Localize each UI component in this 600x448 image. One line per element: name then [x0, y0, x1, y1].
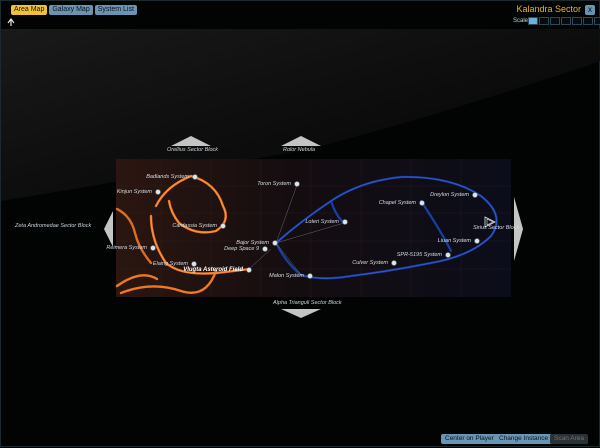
system-node-badlands-system[interactable] [192, 174, 198, 180]
system-label-chapel-system[interactable]: Chapel System [378, 200, 416, 206]
scale-segment[interactable] [572, 17, 582, 25]
system-node-bajor-system[interactable] [272, 240, 278, 246]
system-label-badlands-system[interactable]: Badlands System [146, 174, 189, 180]
arrow-east-icon[interactable] [514, 197, 523, 261]
scale-segment[interactable] [550, 17, 560, 25]
arrow-north-left-icon[interactable] [171, 136, 211, 146]
system-label-cardassia-system[interactable]: Cardassia System [172, 223, 217, 229]
system-node-culver-system[interactable] [391, 260, 397, 266]
system-label-loteri-system[interactable]: Loteri System [305, 219, 339, 225]
system-label-dreylon-system[interactable]: Dreylon System [430, 192, 469, 198]
system-node-dreylon-system[interactable] [472, 192, 478, 198]
system-node-cardassia-system[interactable] [220, 223, 226, 229]
system-node-vlugta-asteroid-field[interactable] [246, 267, 252, 273]
white-connections [248, 184, 345, 276]
sector-label-north-right[interactable]: Rolor Nebula [283, 147, 316, 153]
scale-label: Scale [513, 18, 529, 24]
arrow-south-icon[interactable] [281, 309, 321, 318]
system-label-reimera-system[interactable]: Reimera System [106, 245, 147, 251]
system-node-reimera-system[interactable] [150, 245, 156, 251]
arrow-west-icon[interactable] [104, 211, 113, 247]
tab-system-list[interactable]: System List [94, 5, 137, 15]
system-label-vlugta-asteroid-field[interactable]: Vlugta Asteroid Field [183, 267, 243, 273]
system-label-culver-system[interactable]: Culver System [352, 260, 388, 266]
sector-label-west[interactable]: Zeta Andromedae Sector Block [15, 223, 92, 229]
system-label-deep-space-9[interactable]: Deep Space 9 [224, 246, 259, 252]
tab-galaxy-map[interactable]: Galaxy Map [49, 5, 93, 15]
system-node-malon-system[interactable] [307, 273, 313, 279]
system-label-bajor-system[interactable]: Bajor System [236, 240, 269, 246]
map-tabs: Area Map Galaxy Map System List [11, 5, 137, 15]
close-icon[interactable]: x [585, 5, 595, 15]
sector-label-north-left[interactable]: Orellius Sector Block [167, 147, 219, 153]
up-level-icon[interactable] [6, 17, 16, 27]
scale-segment[interactable] [583, 17, 593, 25]
orange-route-glow [150, 175, 250, 274]
change-instance-button[interactable]: Change Instance [495, 434, 553, 444]
system-nodes [150, 174, 480, 279]
blue-route-glow [275, 176, 497, 279]
system-label-liuan-system[interactable]: Liuan System [437, 238, 471, 244]
system-label-kinjun-system[interactable]: Kinjun System [116, 189, 152, 195]
system-node-spr-5195-system[interactable] [445, 252, 451, 258]
system-label-spr-5195-system[interactable]: SPR-5195 System [396, 252, 442, 258]
sector-label-south[interactable]: Alpha Trianguli Sector Block [273, 300, 342, 306]
arrow-north-right-icon[interactable] [281, 136, 321, 146]
system-node-deep-space-9[interactable] [262, 246, 268, 252]
scan-area-button[interactable]: Scan Area [550, 434, 588, 444]
system-label-toron-system[interactable]: Toron System [257, 181, 291, 187]
scale-segment[interactable] [594, 17, 600, 25]
system-node-kinjun-system[interactable] [155, 189, 161, 195]
center-on-player-button[interactable]: Center on Player [441, 434, 498, 444]
system-label-elaing-system[interactable]: Elaing System [152, 261, 188, 267]
sector-title: Kalandra Sector [516, 4, 581, 14]
system-node-elaing-system[interactable] [191, 261, 197, 267]
system-node-chapel-system[interactable] [419, 200, 425, 206]
system-label-sirius-sector-block[interactable]: Sirius Sector Block [473, 225, 520, 231]
tab-area-map[interactable]: Area Map [11, 5, 48, 15]
system-node-liuan-system[interactable] [474, 238, 480, 244]
player-marker [484, 216, 496, 228]
system-node-toron-system[interactable] [294, 181, 300, 187]
scale-segment[interactable] [539, 17, 549, 25]
scale-segment[interactable] [528, 17, 538, 25]
scale-slider[interactable] [528, 17, 600, 25]
scale-segment[interactable] [561, 17, 571, 25]
system-label-malon-system[interactable]: Malon System [269, 273, 304, 279]
nav-arrows[interactable] [104, 136, 523, 318]
system-node-loteri-system[interactable] [342, 219, 348, 225]
